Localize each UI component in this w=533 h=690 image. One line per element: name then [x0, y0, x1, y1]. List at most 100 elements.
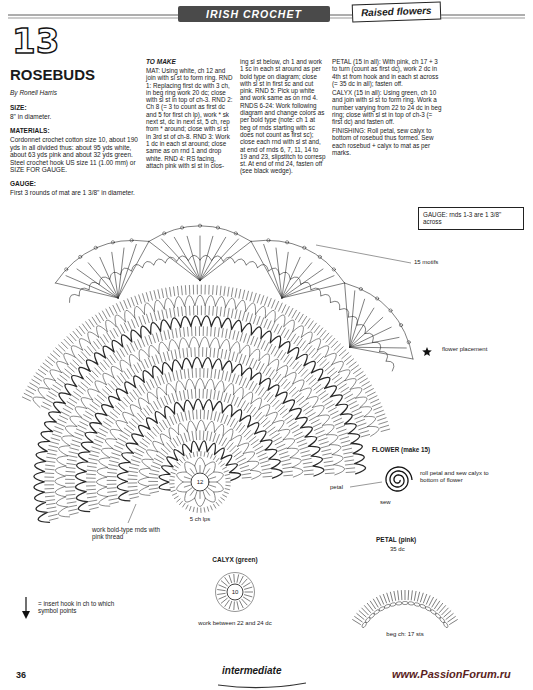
- picot: [303, 246, 306, 249]
- pink-round: [34, 316, 366, 522]
- picot: [65, 268, 68, 271]
- picot: [267, 239, 270, 242]
- white-round: [184, 466, 217, 499]
- body-text: Cordonnet crochet cotton size 10, about …: [10, 136, 140, 174]
- picot: [389, 309, 392, 312]
- picot: [94, 246, 97, 249]
- picot: [318, 255, 321, 258]
- callout-text: sew: [380, 499, 391, 506]
- white-round: [66, 348, 335, 515]
- callout-text: petal: [330, 484, 343, 491]
- placement-star: [422, 347, 432, 356]
- section-heading: TO MAKE: [146, 58, 176, 66]
- body-text: First 3 rounds of mat are 1 3/8" in diam…: [10, 189, 140, 197]
- callout-text: work between 22 and 24 dc: [195, 620, 275, 627]
- stitch-count: 10: [225, 589, 245, 596]
- page-title: ROSEBUDS: [10, 66, 95, 83]
- picot: [399, 324, 402, 327]
- chain-stitch: [402, 601, 408, 604]
- body-text: FINISHING: Roll petal, sew calyx to bott…: [332, 127, 444, 156]
- leader-line: [128, 504, 136, 523]
- stitch-count: 35 dc: [390, 546, 405, 553]
- chain-stitch: [384, 604, 391, 609]
- picot: [181, 226, 184, 229]
- chain-stitch: [414, 602, 421, 607]
- white-round: [22, 285, 389, 431]
- callout-text: roll petal and sew calyx to bottom of fl…: [420, 470, 490, 484]
- part-heading: PETAL (pink): [376, 536, 416, 544]
- calyx-edge: [216, 573, 255, 612]
- pink-round: [76, 357, 324, 511]
- white-round: [170, 452, 231, 513]
- picot: [130, 239, 133, 242]
- page-number: 36: [16, 670, 26, 680]
- calyx-stitches: [217, 574, 253, 610]
- callout-text: 15 motifs: [414, 259, 438, 266]
- box-text: Raised flowers: [361, 5, 432, 19]
- box-text: IRISH CROCHET: [206, 8, 302, 20]
- part-heading: CALYX (green): [200, 556, 270, 564]
- body-text: CALYX (15 in all): Using green, ch 10 an…: [332, 89, 444, 125]
- white-round: [128, 410, 272, 499]
- picot: [376, 297, 379, 300]
- chain-stitch: [390, 602, 397, 607]
- white-round: [41, 306, 369, 437]
- picot: [332, 268, 335, 271]
- section-heading: SIZE:: [10, 104, 27, 112]
- box-text: GAUGE: rnds 1-3 are 1 3/8" across: [423, 211, 519, 226]
- section-band: IRISH CROCHET: [178, 6, 330, 22]
- gauge-box: GAUGE: rnds 1-3 are 1 3/8" across: [418, 207, 524, 230]
- stitch-count: 12: [190, 479, 210, 486]
- picot: [286, 241, 289, 244]
- insert-hook-symbol: [22, 611, 30, 619]
- pink-round: [117, 399, 282, 501]
- body-text: ing sl st below, ch 1 and work 1 sc in e…: [240, 58, 326, 175]
- legend-text: = insert hook in ch to which symbol poin…: [38, 600, 120, 615]
- watermark: www.PassionForum.ru: [392, 668, 511, 681]
- level-logo: intermediate: [222, 665, 281, 677]
- picot: [163, 232, 166, 235]
- white-round: [33, 295, 379, 436]
- part-heading: FLOWER (make 15): [372, 446, 430, 453]
- motif: [149, 226, 251, 281]
- chain-stitch: [419, 604, 426, 609]
- body-text: PETAL (15 in all): With pink, ch 17 + 3 …: [332, 58, 444, 87]
- heading-box: Raised flowers: [352, 1, 441, 22]
- picot: [407, 341, 410, 344]
- chain-stitch: [408, 601, 414, 605]
- picot: [216, 226, 219, 229]
- petal-stitches: [352, 590, 457, 625]
- chain-stitch: [396, 601, 402, 605]
- byline: By Ronell Harris: [10, 89, 140, 97]
- white-round: [96, 378, 303, 506]
- body-text: 8" in diameter.: [10, 113, 140, 121]
- section-heading: GAUGE:: [10, 180, 36, 188]
- insert-hook-symbol: [25, 597, 26, 612]
- callout-text: work bold-type rnds with pink thread: [92, 526, 164, 541]
- callout-text: 5 ch lps: [178, 516, 222, 523]
- callout-text: flower placement: [442, 346, 490, 353]
- motif: [246, 240, 344, 302]
- callout-text: beg ch: 17 sts: [378, 631, 432, 638]
- motif: [331, 283, 414, 371]
- stitch-rounds: [22, 224, 413, 522]
- article-number: 13: [12, 22, 59, 61]
- section-heading: MATERIALS:: [10, 127, 50, 135]
- white-round: [177, 457, 224, 506]
- white-round: [107, 389, 293, 504]
- motif: [55, 240, 153, 302]
- body-text: MAT: Using white, ch 12 and join with sl…: [146, 67, 234, 169]
- white-round: [149, 431, 251, 494]
- picot: [111, 241, 114, 244]
- picot: [234, 232, 237, 235]
- chain-stitch: [443, 622, 449, 629]
- picot: [198, 224, 201, 227]
- foundation-ring: [191, 473, 209, 491]
- white-round: [45, 327, 355, 521]
- leader-line: [316, 245, 411, 263]
- picot: [79, 255, 82, 258]
- logo-swoosh: [218, 683, 306, 688]
- picot: [359, 287, 362, 290]
- leader-line: [350, 482, 382, 487]
